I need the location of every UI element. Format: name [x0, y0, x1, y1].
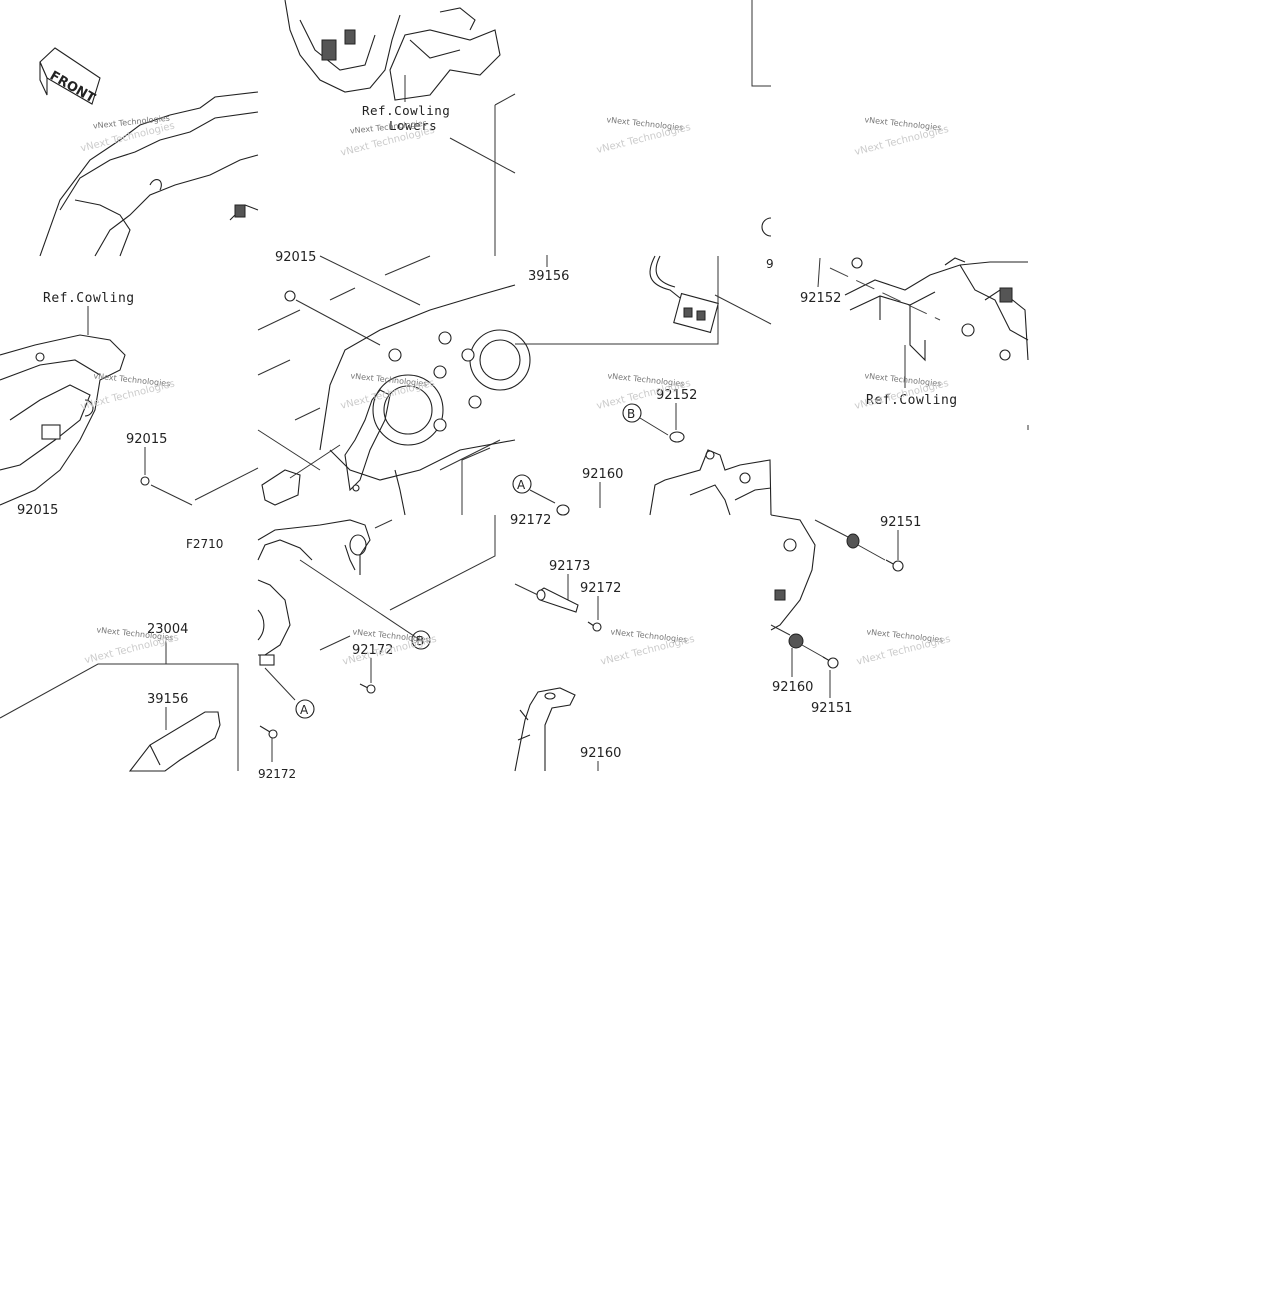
part-label-92173: 92173 — [549, 559, 590, 574]
part-label-92160-d: 92160 — [580, 746, 621, 761]
front-cowling-drawing — [39, 91, 259, 257]
spacer-92173 — [536, 587, 579, 613]
screw-92151-b — [822, 656, 839, 669]
part-label-92160-c: 92160 — [772, 680, 813, 695]
part-label-92015-c: 92015 — [17, 503, 58, 518]
part-label-92152-a: 92152 — [800, 291, 841, 306]
washer-92160-c — [788, 633, 804, 649]
svg-text:9: 9 — [766, 257, 774, 271]
headlight-drawing — [261, 284, 531, 516]
svg-text:vNext Technologies: vNext Technologies — [853, 124, 949, 158]
part-label-92160-a: 92160 — [582, 467, 623, 482]
washer-92152-b — [669, 431, 685, 443]
part-label-92015-b: 92015 — [126, 432, 167, 447]
callout-a-top: A — [512, 474, 532, 494]
part-label-92172-b: 92172 — [352, 643, 393, 658]
nut-92015-b — [140, 476, 150, 486]
callout-b-bottom: B — [411, 630, 431, 650]
screw-92173-b — [259, 725, 278, 739]
part-label-39156-b: 39156 — [147, 692, 188, 707]
part-label-23004: 23004 — [147, 622, 188, 637]
headlight-lower-drawing — [257, 519, 371, 666]
part-label-92172-a: 92172 — [510, 513, 551, 528]
nut-92015-a — [284, 290, 296, 302]
part-label-92172-c: 92172 — [580, 581, 621, 596]
ref-cowling-label-b: Ref.Cowling — [866, 393, 958, 408]
screw-92151-a — [885, 559, 904, 572]
screw-92172-c — [587, 621, 602, 632]
screw-92172-b — [359, 683, 376, 694]
part-label-92152-b: 92152 — [656, 388, 697, 403]
part-label-92151-a: 92151 — [880, 515, 921, 530]
part-label-39156-a: 39156 — [528, 269, 569, 284]
connector-39156-drawing — [649, 255, 719, 334]
mount-bracket-drawing — [649, 449, 772, 516]
svg-text:B: B — [416, 634, 424, 648]
stay-drawing — [514, 687, 576, 772]
svg-text:A: A — [517, 478, 526, 492]
part-label-92015-a: 92015 — [275, 250, 316, 265]
side-bracket-drawing — [770, 514, 816, 631]
part-label-92151-b: 92151 — [811, 701, 852, 716]
front-arrow: FRONT — [39, 47, 101, 106]
svg-text:B: B — [627, 407, 635, 421]
svg-text:92172: 92172 — [258, 767, 296, 781]
figure-code: F2710 — [186, 537, 223, 551]
callout-a-bottom: A — [295, 699, 315, 719]
inner-cowl-drawing — [0, 334, 126, 506]
washer-92160-b — [846, 533, 860, 549]
svg-text:A: A — [300, 703, 309, 717]
callout-b-top: B — [622, 403, 642, 423]
frame-bracket-drawing — [829, 257, 1029, 362]
pad-39156-drawing — [128, 711, 221, 772]
ref-cowling-label-a: Ref.Cowling — [43, 291, 135, 306]
cowling-lowers-drawing — [284, 0, 501, 102]
